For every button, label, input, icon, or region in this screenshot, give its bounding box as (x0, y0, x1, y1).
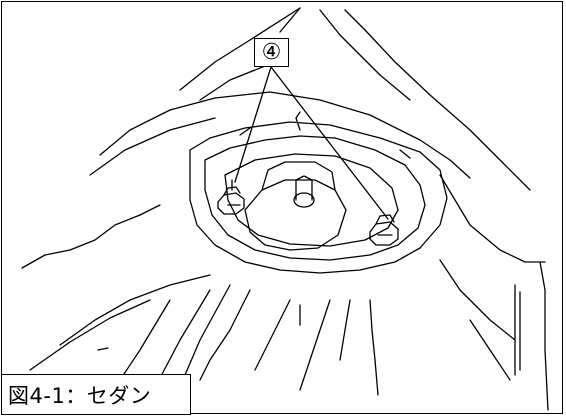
lower-structure (29, 259, 549, 411)
body-contour (21, 91, 546, 269)
mount-plate (189, 111, 448, 274)
callout-leader-lines (234, 66, 389, 220)
upper-body-lines (179, 7, 531, 191)
callout-label-4: ④ (254, 38, 289, 67)
left-nut (217, 179, 245, 215)
figure-caption: 図4-1：セダン (1, 374, 191, 415)
center-boss (244, 161, 347, 251)
